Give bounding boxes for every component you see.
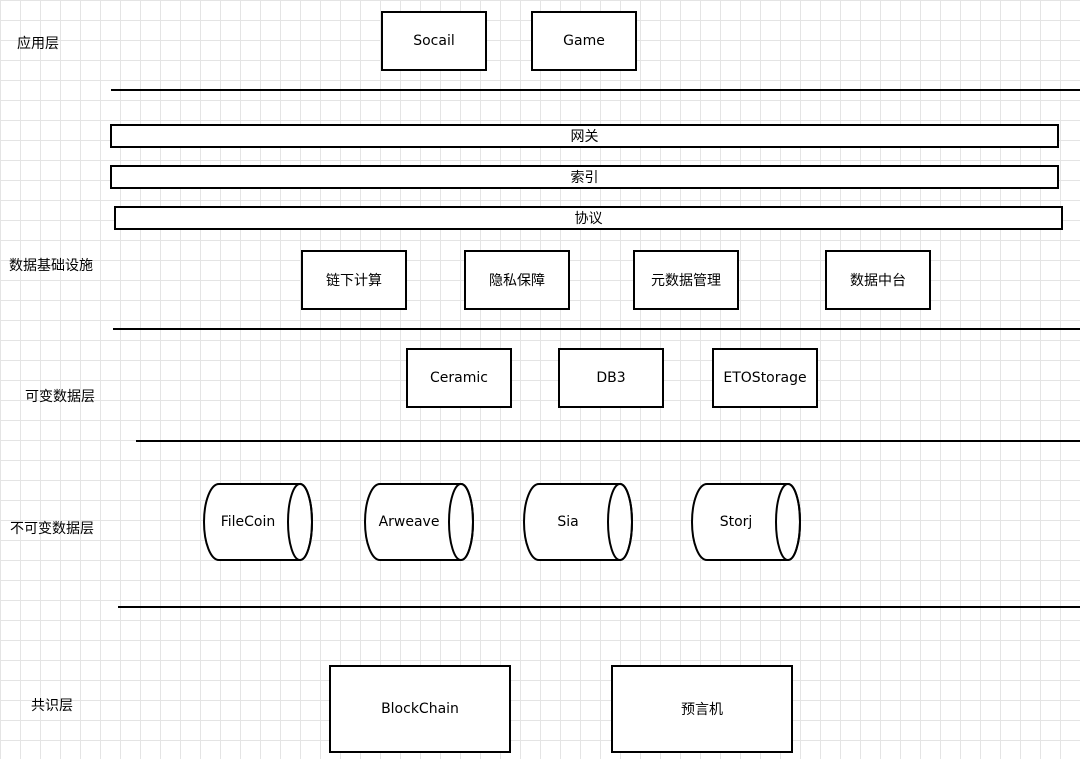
- app-box-social[interactable]: Socail: [381, 11, 487, 71]
- cylinder-label: FileCoin: [220, 514, 276, 530]
- cylinder-label: Storj: [719, 514, 753, 530]
- infra-bar-index[interactable]: 索引: [110, 165, 1059, 189]
- cylinder-shape: [691, 483, 801, 561]
- cylinder-shape: [203, 483, 313, 561]
- consensus-box-blockchain[interactable]: BlockChain: [329, 665, 511, 753]
- consensus-box-oracle[interactable]: 预言机: [611, 665, 793, 753]
- layer-label-data-infra: 数据基础设施: [9, 258, 93, 274]
- cylinder-label: Arweave: [378, 514, 440, 530]
- layer-label-mutable: 可变数据层: [25, 389, 95, 405]
- mutable-box-db3[interactable]: DB3: [558, 348, 664, 408]
- divider-data-infra: [113, 328, 1080, 330]
- divider-mutable: [136, 440, 1080, 442]
- immutable-cylinder-arweave[interactable]: Arweave: [364, 483, 474, 561]
- immutable-cylinder-storj[interactable]: Storj: [691, 483, 801, 561]
- infra-box-offchain-compute[interactable]: 链下计算: [301, 250, 407, 310]
- cylinder-shape: [364, 483, 474, 561]
- divider-immutable: [118, 606, 1080, 608]
- infra-bar-protocol[interactable]: 协议: [114, 206, 1063, 230]
- infra-box-privacy[interactable]: 隐私保障: [464, 250, 570, 310]
- immutable-cylinder-sia[interactable]: Sia: [523, 483, 633, 561]
- immutable-cylinder-filecoin[interactable]: FileCoin: [203, 483, 313, 561]
- infra-box-metadata-management[interactable]: 元数据管理: [633, 250, 739, 310]
- infra-bar-gateway[interactable]: 网关: [110, 124, 1059, 148]
- mutable-box-ceramic[interactable]: Ceramic: [406, 348, 512, 408]
- cylinder-shape: [523, 483, 633, 561]
- app-box-game[interactable]: Game: [531, 11, 637, 71]
- infra-box-data-platform[interactable]: 数据中台: [825, 250, 931, 310]
- cylinder-label: Sia: [557, 514, 579, 530]
- layer-label-application: 应用层: [17, 36, 59, 52]
- mutable-box-etostorage[interactable]: ETOStorage: [712, 348, 818, 408]
- layer-label-immutable: 不可变数据层: [10, 521, 94, 537]
- divider-application: [111, 89, 1080, 91]
- layer-label-consensus: 共识层: [31, 698, 73, 714]
